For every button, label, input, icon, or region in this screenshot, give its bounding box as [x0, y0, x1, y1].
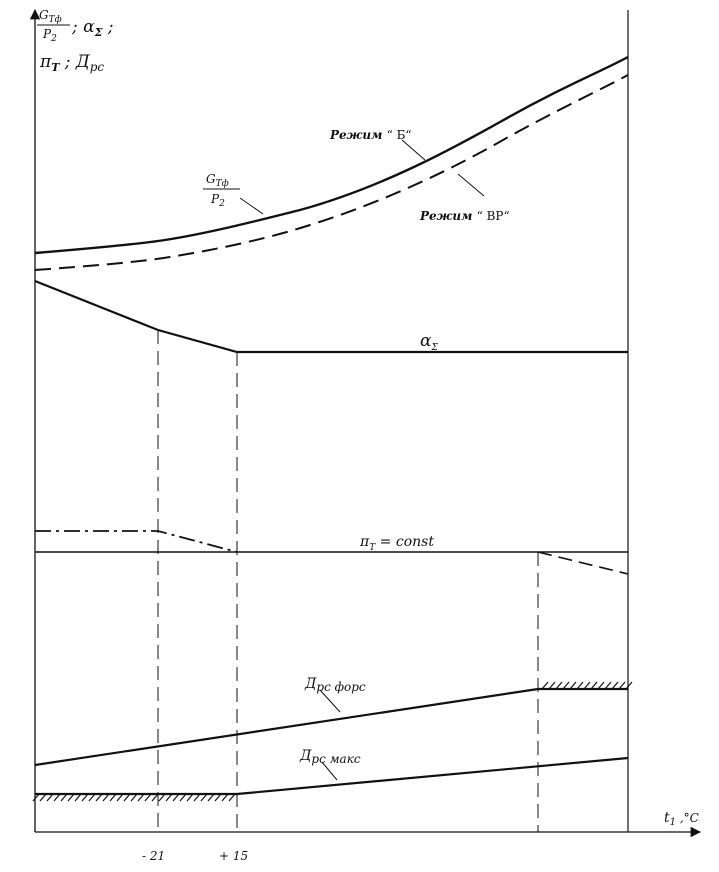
hatch-stroke	[583, 681, 591, 690]
label-alpha: αΣ	[420, 331, 438, 353]
x-tick-minus21: - 21	[142, 849, 165, 863]
hatch-stroke	[60, 793, 68, 802]
hatch-stroke	[116, 793, 124, 802]
hatch-stroke	[123, 793, 131, 802]
svg-text:; αΣ ;: ; αΣ ;	[71, 17, 114, 39]
hatch-stroke	[597, 681, 605, 690]
hatch-stroke	[53, 793, 61, 802]
hatch-stroke	[200, 793, 208, 802]
hatch-right	[538, 681, 633, 690]
hatch-stroke	[590, 681, 598, 690]
hatch-stroke	[576, 681, 584, 690]
label-mode-vr: Режим “ ВР“	[419, 209, 510, 223]
series-alpha	[34, 279, 628, 354]
hatch-stroke	[151, 793, 159, 802]
svg-text:GTф: GTф	[39, 8, 62, 25]
hatch-stroke	[109, 793, 117, 802]
hatch-stroke	[541, 681, 549, 690]
hatch-stroke	[172, 793, 180, 802]
hatch-stroke	[130, 793, 138, 802]
leader-d-fors	[319, 689, 341, 713]
hatch-stroke	[569, 681, 577, 690]
label-d-max: Дpc макс	[299, 748, 361, 766]
label-pi: πT = const	[359, 534, 434, 553]
series-pi-upper	[35, 530, 238, 553]
svg-text:P2: P2	[42, 27, 57, 44]
hatch-stroke	[228, 793, 236, 802]
hatch-stroke	[81, 793, 89, 802]
hatch-stroke	[67, 793, 75, 802]
hatch-stroke	[144, 793, 152, 802]
x-axis-label: t1 ,°C	[664, 810, 699, 828]
hatch-stroke	[611, 681, 619, 690]
hatch-stroke	[548, 681, 556, 690]
hatch-stroke	[95, 793, 103, 802]
leader-d-max	[321, 761, 338, 781]
label-d-fors: Дpc форс	[304, 676, 366, 694]
hatch-stroke	[604, 681, 612, 690]
hatch-stroke	[186, 793, 194, 802]
hatch-stroke	[102, 793, 110, 802]
hatch-stroke	[179, 793, 187, 802]
label-mode-b: Режим “ Б“	[329, 128, 412, 142]
hatch-stroke	[207, 793, 215, 802]
hatch-stroke	[32, 793, 40, 802]
series-mode-b	[34, 55, 629, 255]
leader-mode-b	[401, 139, 426, 161]
y-axis-label: GTф P2 ; αΣ ; πT ; Дpc	[37, 8, 114, 74]
hatch-stroke	[137, 793, 145, 802]
hatch-stroke	[88, 793, 96, 802]
hatch-stroke	[74, 793, 82, 802]
x-tick-plus15: + 15	[219, 849, 248, 863]
hatch-stroke	[46, 793, 54, 802]
hatch-stroke	[39, 793, 47, 802]
hatch-stroke	[625, 681, 633, 690]
hatch-left	[32, 793, 237, 802]
hatch-stroke	[221, 793, 229, 802]
svg-text:GTф: GTф	[206, 172, 229, 189]
hatch-stroke	[193, 793, 201, 802]
svg-text:πT ; Дpc: πT ; Дpc	[39, 52, 104, 74]
hatch-stroke	[555, 681, 563, 690]
series-pi-drop	[537, 551, 629, 575]
svg-text:P2: P2	[210, 192, 225, 209]
leader-gtf	[239, 197, 264, 215]
hatch-stroke	[158, 793, 166, 802]
series-mode-vr	[34, 74, 629, 271]
hatch-stroke	[214, 793, 222, 802]
hatch-stroke	[165, 793, 173, 802]
hatch-stroke	[618, 681, 626, 690]
leader-mode-vr	[457, 173, 485, 197]
hatch-stroke	[562, 681, 570, 690]
label-gtf: GTф P2	[203, 172, 240, 209]
